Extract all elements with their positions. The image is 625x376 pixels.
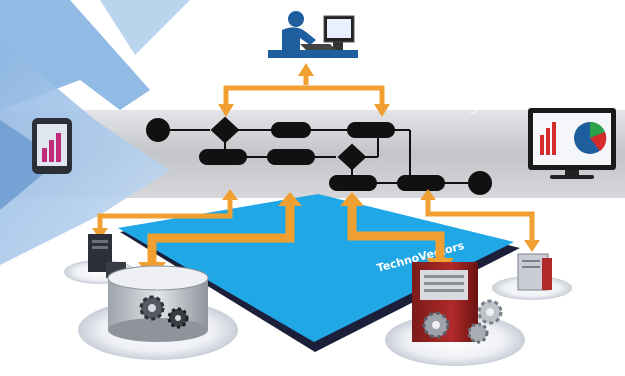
server-icon — [492, 253, 572, 300]
monitor-chart-icon — [528, 108, 616, 179]
flowchart — [146, 116, 492, 195]
server-gears-icon — [385, 262, 525, 366]
flow-process-node — [199, 149, 247, 165]
flow-process-node — [347, 122, 395, 138]
arrow-head — [420, 189, 436, 200]
flow-start-node — [146, 118, 170, 142]
flow-process-node — [267, 149, 315, 165]
database-gears-icon — [78, 265, 238, 360]
arrow-head — [374, 104, 390, 117]
flow-process-node — [271, 122, 311, 138]
flow-end-node — [468, 171, 492, 195]
decorative-ribbons — [0, 0, 190, 265]
flow-process-node — [329, 175, 377, 191]
tablet-chart-icon — [32, 118, 72, 174]
arrow-head — [218, 104, 234, 117]
arrow-head — [298, 63, 314, 76]
arrow-head — [278, 192, 302, 206]
arrow-head — [340, 192, 364, 206]
arrow-head — [524, 240, 540, 252]
flow-process-node — [397, 175, 445, 191]
arrow-head — [222, 189, 238, 200]
user-at-computer-icon — [268, 11, 358, 58]
server-connector-arrows — [97, 196, 535, 265]
